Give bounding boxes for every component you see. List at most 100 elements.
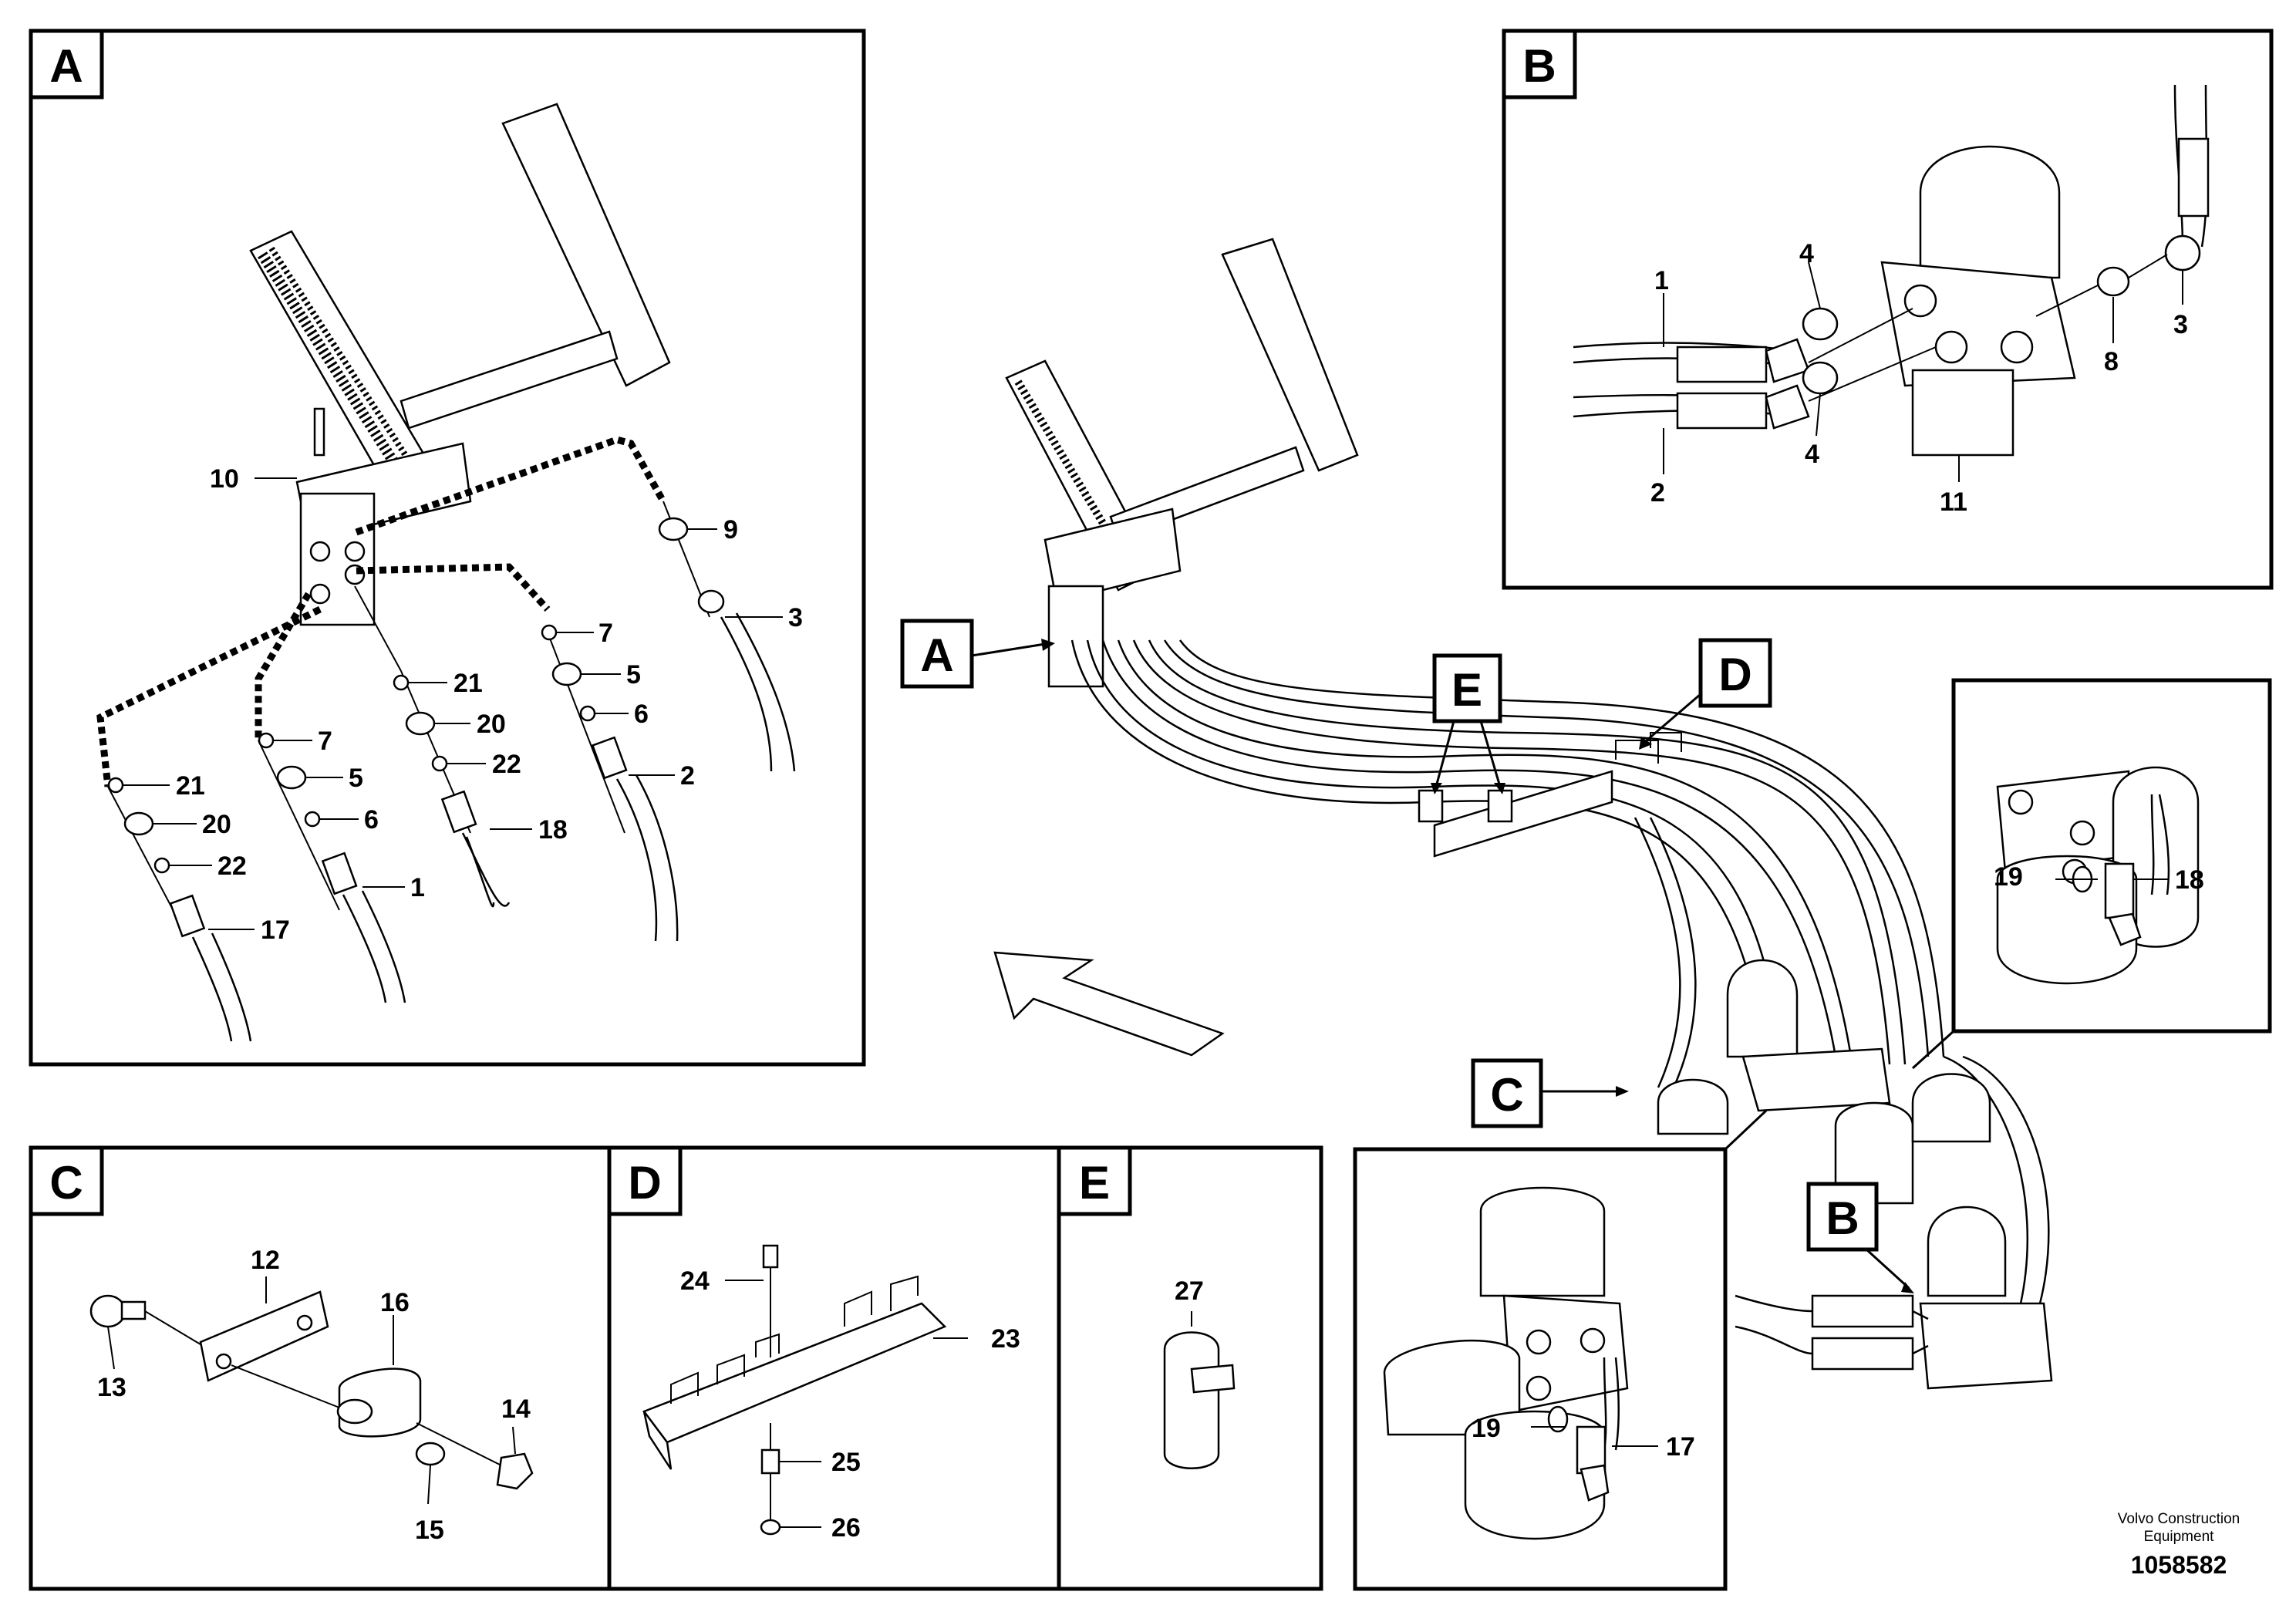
main-valve-body [1047, 585, 1104, 688]
accumulator-b [1919, 145, 2061, 279]
label-b-3: 3 [2173, 310, 2188, 339]
callout-d: D [1639, 638, 1772, 750]
guide-dash-7b [255, 592, 312, 740]
label-b-4-lower: 4 [1805, 440, 1819, 469]
panel-e-tag-label: E [1079, 1157, 1110, 1209]
label-a-6-lower: 6 [364, 805, 379, 835]
label-d-26: 26 [831, 1513, 861, 1543]
panel-right-bottom: 19 17 [1353, 1109, 1768, 1591]
panel-b: B [1502, 29, 2274, 590]
fitting-chain-7-5-6-2 [541, 624, 679, 942]
label-a-17: 17 [261, 916, 290, 945]
clip-e-2 [1487, 789, 1513, 823]
label-c-14: 14 [501, 1394, 531, 1424]
fitting-4-upper [1802, 307, 1839, 341]
label-a-22-lower: 22 [217, 851, 247, 881]
panel-right-top: 19 18 [1911, 678, 2272, 1070]
label-a-5-lower: 5 [349, 764, 363, 793]
valve-base-b [1911, 369, 2014, 457]
callout-b: B [1806, 1182, 1914, 1293]
label-a-20-lower: 20 [202, 810, 231, 839]
label-d-24: 24 [680, 1266, 710, 1296]
label-a-5-upper: 5 [626, 660, 641, 690]
label-rb-19: 19 [1472, 1414, 1501, 1443]
label-a-9: 9 [723, 515, 738, 545]
panel-e-frame [1057, 1145, 1323, 1591]
callout-c: C [1471, 1058, 1629, 1128]
label-a-3: 3 [788, 603, 803, 632]
label-b-4-upper: 4 [1799, 239, 1814, 268]
label-a-7-upper: 7 [598, 619, 613, 648]
panel-b-frame [1502, 29, 2274, 590]
label-c-13: 13 [97, 1373, 126, 1402]
panel-c-tag [29, 1145, 104, 1216]
svg-text:D: D [1718, 649, 1752, 700]
washer-15 [415, 1442, 446, 1466]
panel-b-tag-label: B [1522, 40, 1556, 92]
label-b-11: 11 [1940, 487, 1967, 517]
bracket-23-lip [642, 1411, 673, 1470]
nut-14 [496, 1452, 534, 1490]
hose-lines-b [1573, 254, 2168, 430]
pedal-valve-body [299, 492, 376, 626]
fitting-chain-21-20-22-17 [107, 777, 252, 1042]
main-pedal-base [1043, 508, 1182, 603]
panel-a: A [29, 29, 866, 1067]
svg-text:B: B [1826, 1192, 1859, 1244]
plate-12 [199, 1290, 329, 1382]
right-pedal [501, 103, 671, 387]
label-a-22-upper: 22 [492, 750, 521, 779]
callout-e: E [1431, 653, 1505, 794]
label-e-27: 27 [1175, 1276, 1204, 1306]
label-c-15: 15 [415, 1516, 444, 1545]
panel-d-tag [607, 1145, 683, 1216]
guide-dash-9 [355, 436, 666, 536]
svg-text:E: E [1451, 664, 1482, 716]
fitting-chain-9-3 [658, 501, 796, 772]
valve-assembly-b [1880, 84, 2210, 457]
pedal-shaft [400, 330, 619, 430]
panel-right-top-frame [1951, 678, 2272, 1034]
panel-d: D 24 23 25 26 [607, 1145, 1061, 1591]
main-hose-sleeve-1 [1811, 1294, 1914, 1328]
label-a-21-upper: 21 [453, 669, 483, 698]
main-hose-sleeve-2 [1811, 1337, 1914, 1371]
bolt-13-head [89, 1294, 126, 1328]
main-right-pedal [1221, 238, 1359, 472]
label-a-18: 18 [538, 815, 568, 845]
panel-c-tag-label: C [49, 1157, 83, 1209]
clip-e-1 [1418, 789, 1444, 823]
main-assembly [993, 238, 2053, 1390]
panel-c-frame [29, 1145, 612, 1591]
label-b-1: 1 [1654, 266, 1669, 295]
panel-a-tag [29, 29, 104, 99]
main-bracket [1433, 770, 1613, 858]
bolt-24-head [762, 1244, 779, 1269]
svg-text:C: C [1490, 1069, 1523, 1121]
bracket-23 [642, 1302, 947, 1444]
label-a-21-lower: 21 [176, 771, 205, 801]
label-rb-17: 17 [1666, 1432, 1695, 1462]
hose-sleeve-2 [1676, 392, 1768, 430]
panel-right-bottom-frame [1353, 1147, 1728, 1591]
label-d-25: 25 [831, 1448, 861, 1477]
panel-e-tag [1057, 1145, 1132, 1216]
panel-b-tag [1502, 29, 1577, 99]
credit-block: Volvo Construction Equipment 1058582 [2118, 1511, 2240, 1579]
panel-a-frame [29, 29, 866, 1067]
label-a-20-upper: 20 [477, 710, 506, 739]
label-c-16: 16 [380, 1288, 410, 1317]
label-c-12: 12 [251, 1246, 280, 1275]
spacer-25 [760, 1448, 781, 1475]
valve-block-b [1880, 261, 2076, 387]
guide-dash-21b [96, 605, 322, 787]
label-a-1: 1 [410, 873, 425, 902]
credit-line-2: Equipment [2144, 1529, 2215, 1545]
document-number: 1058582 [2131, 1551, 2227, 1579]
svg-text:A: A [920, 629, 953, 681]
label-b-8: 8 [2104, 347, 2119, 376]
label-rt-19: 19 [1994, 862, 2023, 892]
fitting-4-lower [1802, 361, 1839, 395]
callout-a: A [900, 619, 1055, 689]
